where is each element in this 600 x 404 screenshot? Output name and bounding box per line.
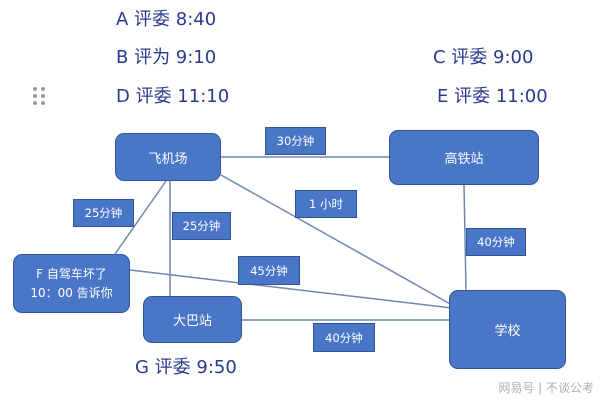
edge-label-railway-school: 40分钟 bbox=[466, 228, 526, 256]
edge-airport-school bbox=[220, 174, 453, 306]
node-airport-label: 飞机场 bbox=[148, 151, 188, 167]
drag-handle-icon[interactable] bbox=[33, 87, 45, 105]
edge-label-bus-school: 40分钟 bbox=[313, 323, 375, 352]
node-self-drive-car-line2: 10：00 告诉你 bbox=[30, 285, 113, 300]
node-self-drive-car: F 自驾车坏了 10：00 告诉你 bbox=[13, 254, 130, 313]
label-judge-d: D 评委 11:10 bbox=[116, 86, 230, 107]
node-airport: 飞机场 bbox=[115, 133, 221, 181]
edge-railway-school bbox=[463, 184, 467, 291]
node-school-label: 学校 bbox=[494, 324, 521, 339]
edge-label-airport-bus: 25分钟 bbox=[172, 212, 231, 240]
node-railway-station: 高铁站 bbox=[389, 130, 539, 185]
watermark: 网易号 | 不谈公考 bbox=[498, 381, 594, 395]
node-self-drive-car-line1: F 自驾车坏了 bbox=[36, 266, 107, 281]
label-judge-a: A 评委 8:40 bbox=[116, 9, 217, 30]
edge-label-airport-railway: 30分钟 bbox=[265, 127, 326, 155]
node-school: 学校 bbox=[449, 290, 566, 369]
node-railway-station-label: 高铁站 bbox=[444, 152, 484, 167]
edge-label-car-school: 45分钟 bbox=[238, 256, 300, 285]
node-bus-station: 大巴站 bbox=[143, 296, 242, 343]
label-judge-g: G 评委 9:50 bbox=[135, 357, 237, 378]
edge-label-airport-school: 1 小时 bbox=[295, 190, 357, 218]
edge-label-airport-car: 25分钟 bbox=[73, 199, 134, 227]
edge-car-school bbox=[129, 269, 453, 309]
label-judge-b: B 评为 9:10 bbox=[116, 47, 217, 68]
node-bus-station-label: 大巴站 bbox=[172, 314, 212, 329]
label-judge-c: C 评委 9:00 bbox=[433, 47, 534, 68]
edge-airport-car bbox=[114, 180, 167, 255]
label-judge-e: E 评委 11:00 bbox=[437, 86, 548, 107]
